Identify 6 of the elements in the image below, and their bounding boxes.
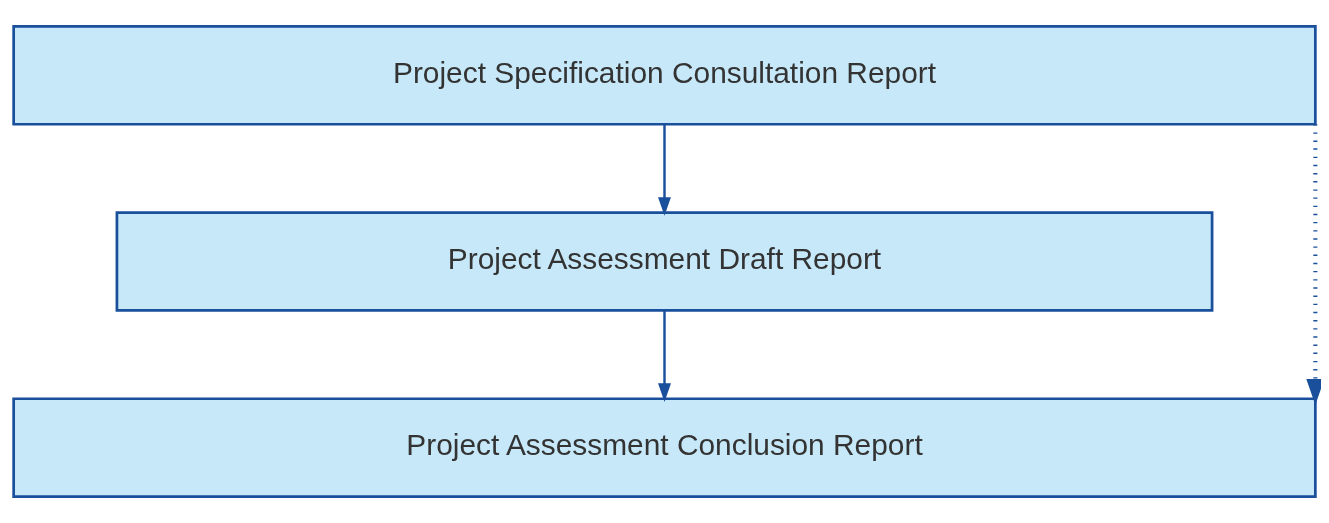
node-box: Project Specification Consultation Report	[12, 25, 1317, 126]
node-box: Project Assessment Conclusion Report	[12, 397, 1317, 498]
arrow	[658, 310, 671, 402]
arrow	[658, 124, 671, 216]
arrow	[1306, 124, 1321, 405]
node-box: Project Assessment Draft Report	[115, 211, 1214, 312]
